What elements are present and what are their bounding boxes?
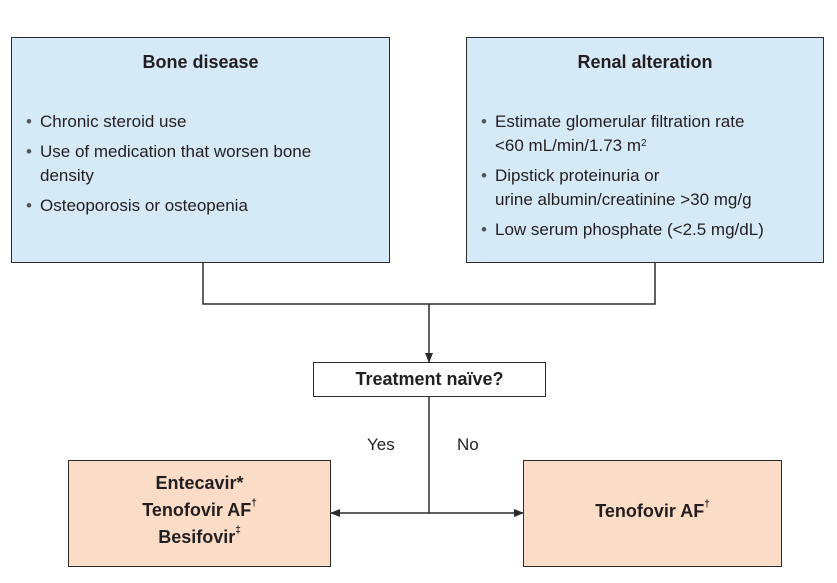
- merge-line: [202, 263, 656, 305]
- bone-disease-title: Bone disease: [142, 52, 259, 72]
- superscript: 2: [641, 138, 647, 149]
- renal-alteration-title: Renal alteration: [577, 52, 713, 72]
- bone-disease-box: Bone disease Chronic steroid use Use of …: [11, 37, 390, 263]
- treatment-naive-label: Treatment naïve?: [355, 369, 504, 389]
- list-item: Osteoporosis or osteopenia: [26, 194, 386, 218]
- entecavir-label: Entecavir*: [155, 473, 244, 493]
- yes-label: Yes: [367, 435, 395, 454]
- tenofovir-af-label: Tenofovir AF†: [142, 498, 257, 520]
- tenofovir-af-label: Tenofovir AF†: [595, 499, 710, 521]
- list-item: Chronic steroid use: [26, 110, 386, 134]
- renal-alteration-box: Renal alteration Estimate glomerular fil…: [466, 37, 824, 263]
- besifovir-label: Besifovir‡: [158, 525, 241, 547]
- no-label: No: [457, 435, 479, 454]
- list-item: Low serum phosphate (<2.5 mg/dL): [481, 218, 821, 242]
- treatment-naive-box: Treatment naïve?: [313, 362, 546, 397]
- bone-disease-list: Chronic steroid use Use of medication th…: [26, 110, 386, 224]
- renal-alteration-list: Estimate glomerular filtration rate<60 m…: [481, 110, 821, 248]
- list-item: Estimate glomerular filtration rate<60 m…: [481, 110, 821, 158]
- right-result-box: Tenofovir AF†: [523, 460, 782, 567]
- left-result-box: Entecavir* Tenofovir AF† Besifovir‡: [68, 460, 331, 567]
- list-item: Use of medication that worsen bonedensit…: [26, 140, 386, 188]
